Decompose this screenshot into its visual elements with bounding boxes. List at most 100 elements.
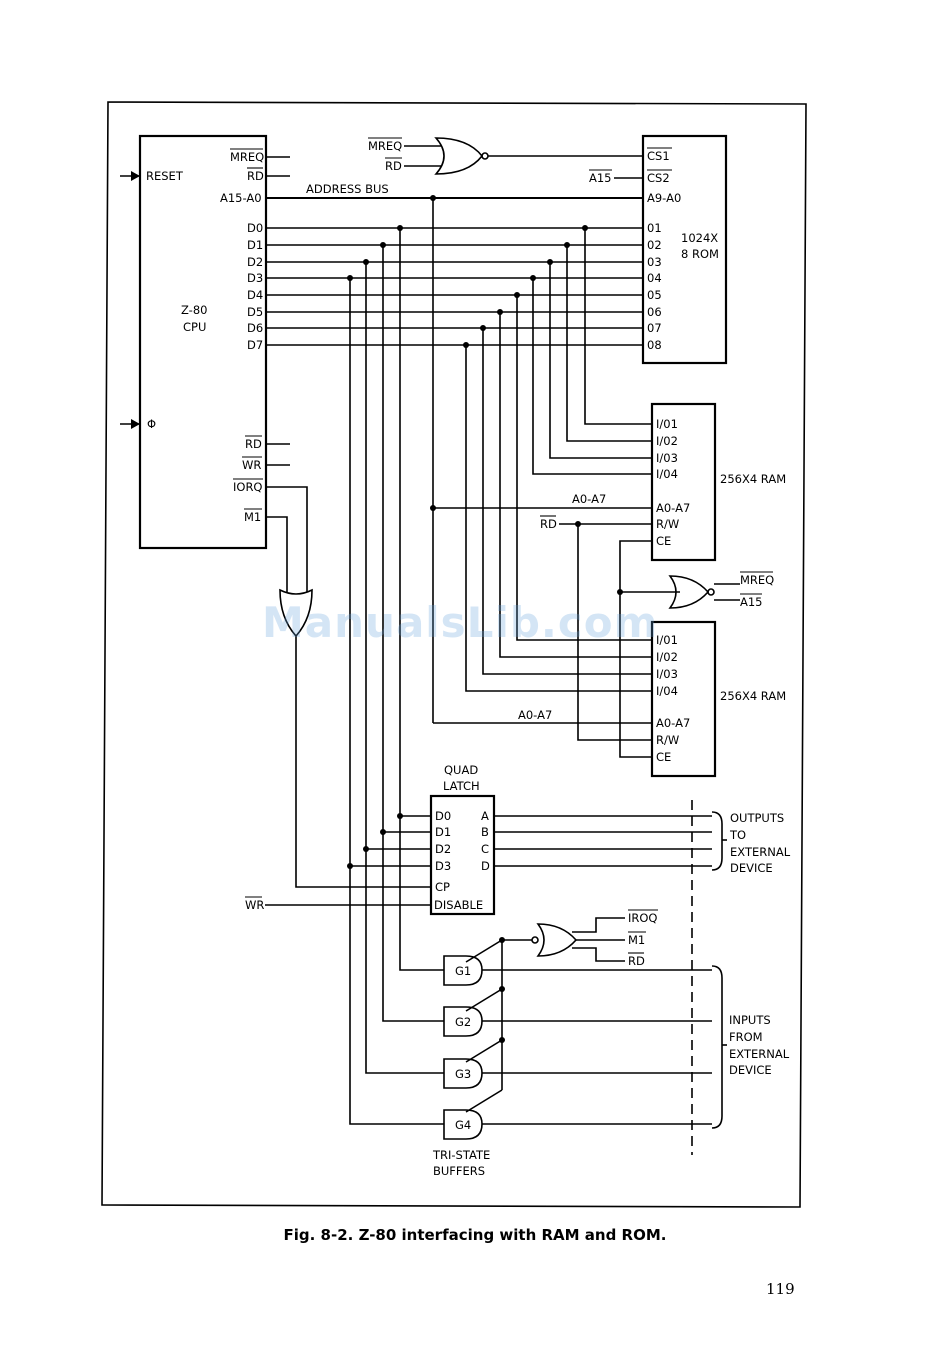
buffers-label-1: TRI-STATE	[432, 1148, 490, 1162]
cpu-pin-clock: Φ	[147, 417, 156, 431]
ram2-pin-rw: R/W	[656, 733, 679, 747]
ram2-block	[650, 620, 717, 778]
latch-pin-b: B	[481, 825, 489, 839]
ram2-pin-io4: I/04	[656, 684, 678, 698]
inputs-label-3: EXTERNAL	[729, 1047, 790, 1061]
rom-name: 1024X	[681, 231, 718, 245]
outputs-label-2: TO	[729, 828, 746, 842]
outputs-label-1: OUTPUTS	[730, 811, 784, 825]
buffers-label-2: BUFFERS	[433, 1164, 485, 1178]
latch-title: QUAD	[444, 763, 478, 777]
rom-pin-03: 03	[647, 255, 662, 269]
ram1-pin-ce: CE	[656, 534, 671, 548]
cpu-pin-rd: RD	[247, 169, 264, 183]
ram2-pin-address: A0-A7	[656, 716, 690, 730]
cpu-pin-d6: D6	[247, 321, 263, 335]
buffer-g3-label: G3	[455, 1067, 471, 1081]
ram2-pin-io3: I/03	[656, 667, 678, 681]
cpu-pin-iorq: IORQ	[233, 480, 263, 494]
cpu-pin-wr: WR	[242, 458, 261, 472]
cpu-pin-d5: D5	[247, 305, 263, 319]
latch-pin-a: A	[481, 809, 489, 823]
cpu-name-2: CPU	[183, 320, 206, 334]
cpu-pin-d2: D2	[247, 255, 263, 269]
rom-pin-address: A9-A0	[647, 191, 681, 205]
inputs-label-4: DEVICE	[729, 1063, 772, 1077]
ram1-pin-io4: I/04	[656, 467, 678, 481]
buffer-enable-gate	[536, 923, 578, 957]
latch-block	[429, 794, 496, 916]
ram2-pin-io2: I/02	[656, 650, 678, 664]
ram1-rw-input: RD	[540, 517, 557, 531]
rom-pin-cs1: CS1	[647, 149, 670, 163]
cpu-pin-mreq: MREQ	[230, 150, 264, 164]
rom-pin-cs2: CS2	[647, 171, 670, 185]
figure-frame	[101, 101, 807, 1208]
cpu-pin-address: A15-A0	[220, 191, 262, 205]
cpu-pin-d3: D3	[247, 271, 263, 285]
ram-gate-a15: A15	[740, 595, 763, 609]
buffer-g2-label: G2	[455, 1015, 471, 1029]
rom-cs2-input: A15	[589, 171, 612, 185]
ram1-block	[650, 402, 717, 562]
watermark: ManualsLib.com	[262, 598, 659, 647]
inputs-label-2: FROM	[729, 1030, 763, 1044]
latch-pin-c: C	[481, 842, 489, 856]
rom-pin-08: 08	[647, 338, 662, 352]
rom-block	[641, 134, 728, 365]
latch-disable-input: WR	[245, 898, 264, 912]
outputs-label-3: EXTERNAL	[730, 845, 791, 859]
buffer-gate-rd: RD	[628, 954, 645, 968]
buffer-gate-iroq: IROQ	[628, 911, 658, 925]
page-number: 119	[766, 1280, 795, 1298]
ram1-pin-address: A0-A7	[656, 501, 690, 515]
rom-pin-07: 07	[647, 321, 662, 335]
ram1-pin-io2: I/02	[656, 434, 678, 448]
latch-pin-cp: CP	[435, 880, 450, 894]
buffer-g1-label: G1	[455, 964, 471, 978]
inputs-label-1: INPUTS	[729, 1013, 771, 1027]
ram1-pin-io3: I/03	[656, 451, 678, 465]
rom-pin-05: 05	[647, 288, 662, 302]
cpu-pin-rd-2: RD	[245, 437, 262, 451]
rom-pin-01: 01	[647, 221, 662, 235]
latch-pin-d3: D3	[435, 859, 451, 873]
ram1-pin-rw: R/W	[656, 517, 679, 531]
cpu-pin-reset: RESET	[146, 169, 184, 183]
junction-dots	[347, 195, 623, 1043]
cpu-pin-d0: D0	[247, 221, 263, 235]
cpu-pin-m1: M1	[244, 510, 261, 524]
rom-pin-02: 02	[647, 238, 662, 252]
rom-name-2: 8 ROM	[681, 247, 719, 261]
ram2-pin-ce: CE	[656, 750, 671, 764]
cpu-block	[138, 134, 268, 550]
latch-pin-d1: D1	[435, 825, 451, 839]
rom-pin-06: 06	[647, 305, 662, 319]
cpu-pin-d7: D7	[247, 338, 263, 352]
latch-title-2: LATCH	[443, 779, 480, 793]
latch-pin-disable: DISABLE	[434, 898, 483, 912]
rom-gate-rd: RD	[385, 159, 402, 173]
ram1-address-label: A0-A7	[572, 492, 606, 506]
buffer-gate-m1: M1	[628, 933, 645, 947]
latch-pin-d: D	[481, 859, 490, 873]
rom-select-gate	[434, 137, 484, 175]
ram1-name: 256X4 RAM	[720, 472, 786, 486]
ram2-address-label: A0-A7	[518, 708, 552, 722]
ram1-pin-io1: I/01	[656, 417, 678, 431]
cpu-pin-d1: D1	[247, 238, 263, 252]
outputs-label-4: DEVICE	[730, 861, 773, 875]
ram2-pin-io1: I/01	[656, 633, 678, 647]
buffer-g4-label: G4	[455, 1118, 471, 1132]
rom-gate-mreq: MREQ	[368, 139, 402, 153]
ram2-name: 256X4 RAM	[720, 689, 786, 703]
ram-gate-mreq: MREQ	[740, 573, 774, 587]
address-bus-label: ADDRESS BUS	[306, 182, 389, 196]
latch-pin-d2: D2	[435, 842, 451, 856]
cpu-name: Z-80	[181, 303, 207, 317]
figure-caption: Fig. 8-2. Z-80 interfacing with RAM and …	[283, 1226, 667, 1244]
cpu-pin-d4: D4	[247, 288, 263, 302]
latch-pin-d0: D0	[435, 809, 451, 823]
cp-or-gate	[279, 588, 313, 638]
